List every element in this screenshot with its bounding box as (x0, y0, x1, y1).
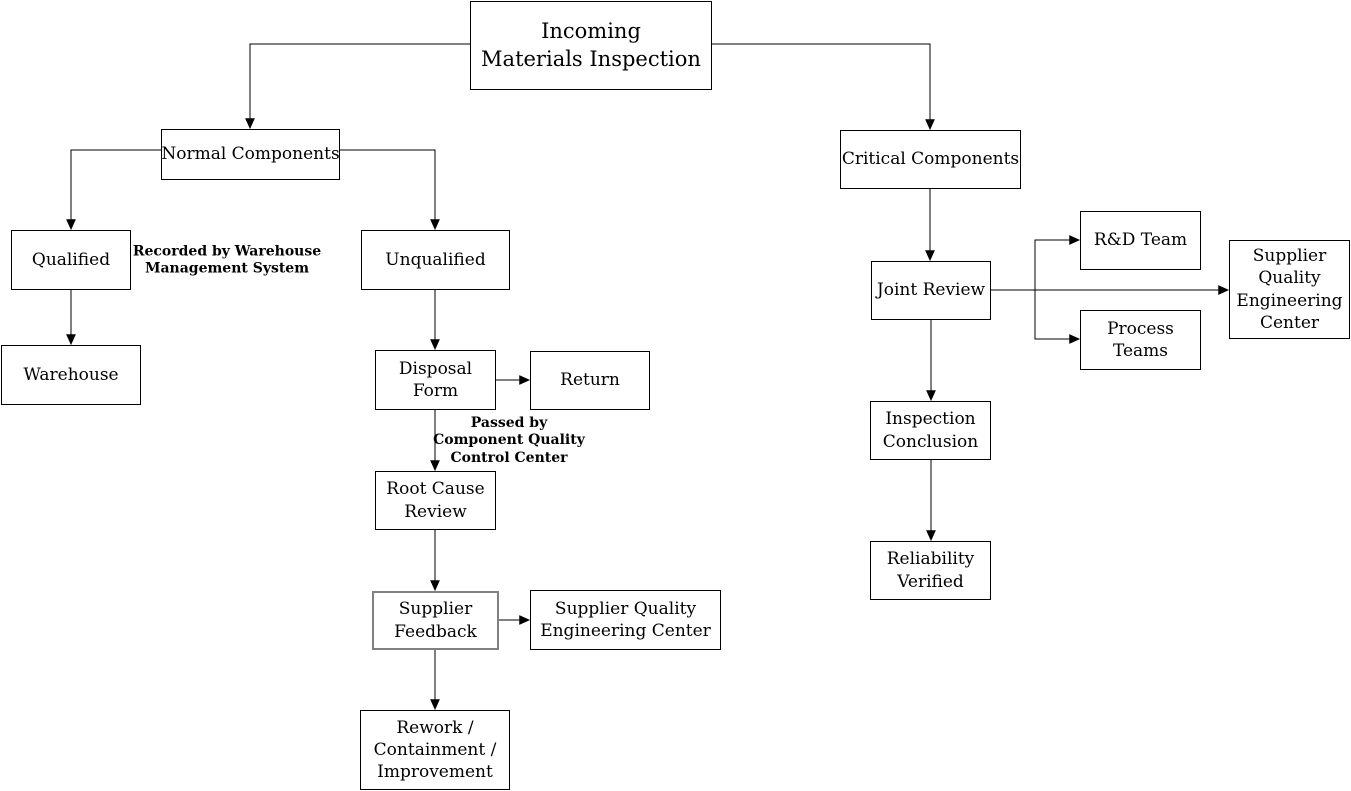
node-label: Rework / Containment / Improvement (373, 717, 497, 783)
node-unqualified: Unqualified (361, 230, 510, 290)
node-critical-components: Critical Components (840, 130, 1021, 189)
edge-normal-components-to-qualified (66, 149, 161, 231)
node-supplier-quality-engineering-center-left: Supplier Quality Engineering Center (530, 590, 721, 650)
node-incoming-materials-inspection: Incoming Materials Inspection (470, 1, 712, 90)
node-label: Root Cause Review (386, 479, 485, 522)
annotation-recorded-by-wms: Recorded by Warehouse Management System (132, 243, 322, 277)
node-label: Inspection Conclusion (882, 409, 979, 452)
node-inspection-conclusion: Inspection Conclusion (870, 401, 991, 460)
edge-normal-components-to-unqualified (340, 149, 440, 231)
node-root-cause-review: Root Cause Review (375, 471, 496, 530)
node-joint-review: Joint Review (871, 261, 991, 320)
edge-incoming-materials-inspection-to-normal-components (245, 43, 470, 130)
edge-joint-review-to-rd-team (1034, 235, 1081, 290)
node-label: Incoming Materials Inspection (481, 19, 701, 71)
node-label: Unqualified (385, 249, 486, 270)
node-label: Supplier Quality Engineering Center (1236, 246, 1343, 333)
node-disposal-form: Disposal Form (375, 350, 496, 410)
node-label: Reliability Verified (886, 549, 975, 592)
node-process-teams: Process Teams (1080, 310, 1201, 370)
node-rd-team: R&D Team (1080, 211, 1201, 270)
annotation-passed-by-cqcc: Passed by Component Quality Control Cent… (433, 414, 585, 466)
node-label: Critical Components (841, 149, 1020, 170)
node-label: Warehouse (23, 364, 119, 385)
node-label: Process Teams (1107, 318, 1174, 361)
node-label: R&D Team (1093, 230, 1188, 251)
node-warehouse: Warehouse (1, 345, 141, 405)
node-reliability-verified: Reliability Verified (870, 541, 991, 600)
node-label: Supplier Feedback (394, 599, 477, 642)
node-label: Normal Components (161, 144, 340, 165)
node-label: Disposal Form (398, 358, 473, 401)
edge-incoming-materials-inspection-to-critical-components (712, 43, 935, 131)
node-supplier-feedback: Supplier Feedback (372, 591, 499, 650)
node-return: Return (530, 351, 650, 410)
node-label: Joint Review (876, 280, 986, 301)
node-rework-containment-improvement: Rework / Containment / Improvement (360, 710, 510, 790)
node-qualified: Qualified (11, 230, 131, 290)
edge-joint-review-to-process-teams (1034, 290, 1081, 344)
node-label: Qualified (31, 249, 111, 270)
node-supplier-quality-engineering-center-right: Supplier Quality Engineering Center (1229, 240, 1350, 339)
node-label: Return (560, 370, 620, 391)
node-normal-components: Normal Components (161, 129, 340, 180)
node-label: Supplier Quality Engineering Center (540, 598, 711, 641)
